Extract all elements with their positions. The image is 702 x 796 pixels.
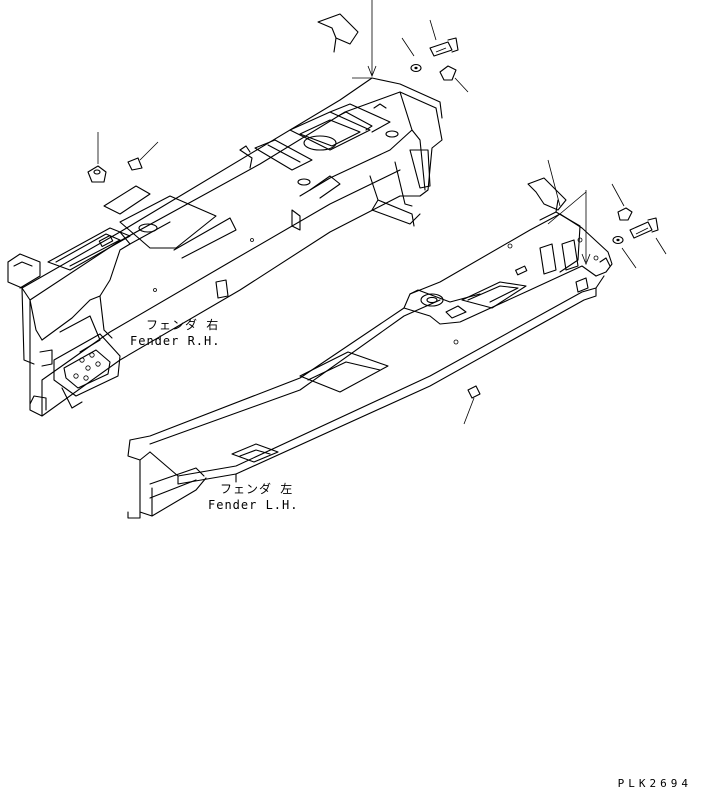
fender-rh-label-en: Fender R.H. xyxy=(130,334,221,348)
fender-rh-label-jp: フェンダ 右 xyxy=(146,318,220,332)
fender-rh xyxy=(7,77,443,417)
hardware-lh xyxy=(463,159,667,425)
hardware-rh xyxy=(87,0,469,183)
fender-lh-label-jp: フェンダ 左 xyxy=(220,482,294,496)
fender-lh-label-en: Fender L.H. xyxy=(208,498,299,512)
drawing-code: PLK2694 xyxy=(617,777,692,790)
fender-lh xyxy=(127,199,613,519)
